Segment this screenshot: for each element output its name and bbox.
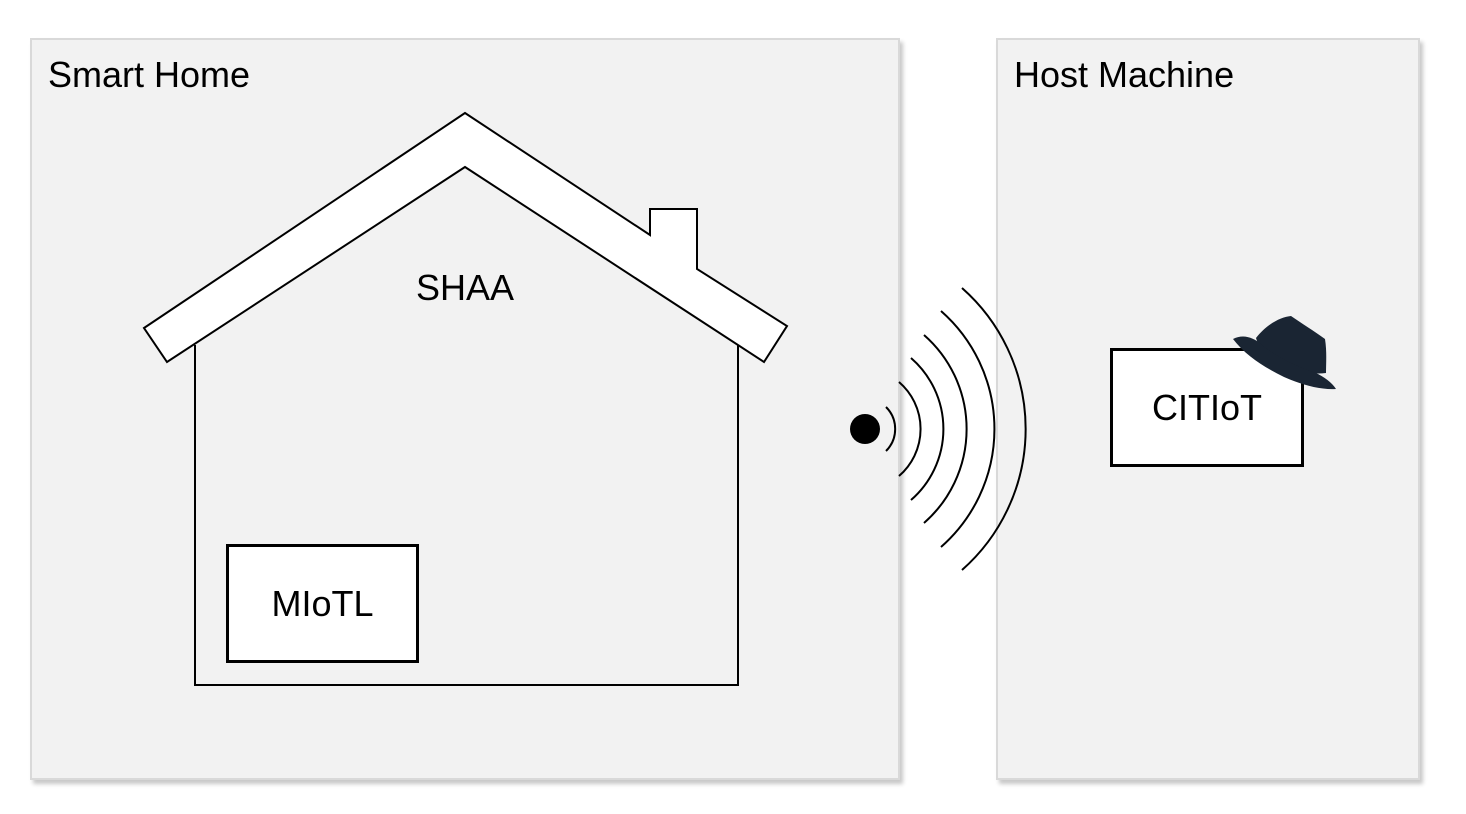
- house-icon: [142, 111, 789, 686]
- signal-wave-2: [898, 381, 922, 477]
- smart-home-title: Smart Home: [48, 54, 251, 95]
- host-machine-title: Host Machine: [1014, 54, 1235, 95]
- signal-wave-4: [923, 334, 968, 524]
- wireless-signal-icon: [850, 287, 1027, 571]
- miotl-device-box: MIoTL: [226, 544, 419, 663]
- signal-wave-6: [961, 287, 1027, 571]
- miotl-label: MIoTL: [271, 582, 374, 624]
- signal-wave-3: [910, 357, 945, 501]
- signal-wave-5: [940, 310, 996, 548]
- citiot-device-box: CITIoT: [1110, 348, 1304, 467]
- citiot-label: CITIoT: [1151, 386, 1262, 428]
- house-label: SHAA: [415, 267, 515, 308]
- signal-wave-1: [885, 406, 897, 452]
- house-roof: [142, 111, 789, 364]
- signal-source-dot: [850, 414, 880, 444]
- house-walls: [194, 345, 739, 686]
